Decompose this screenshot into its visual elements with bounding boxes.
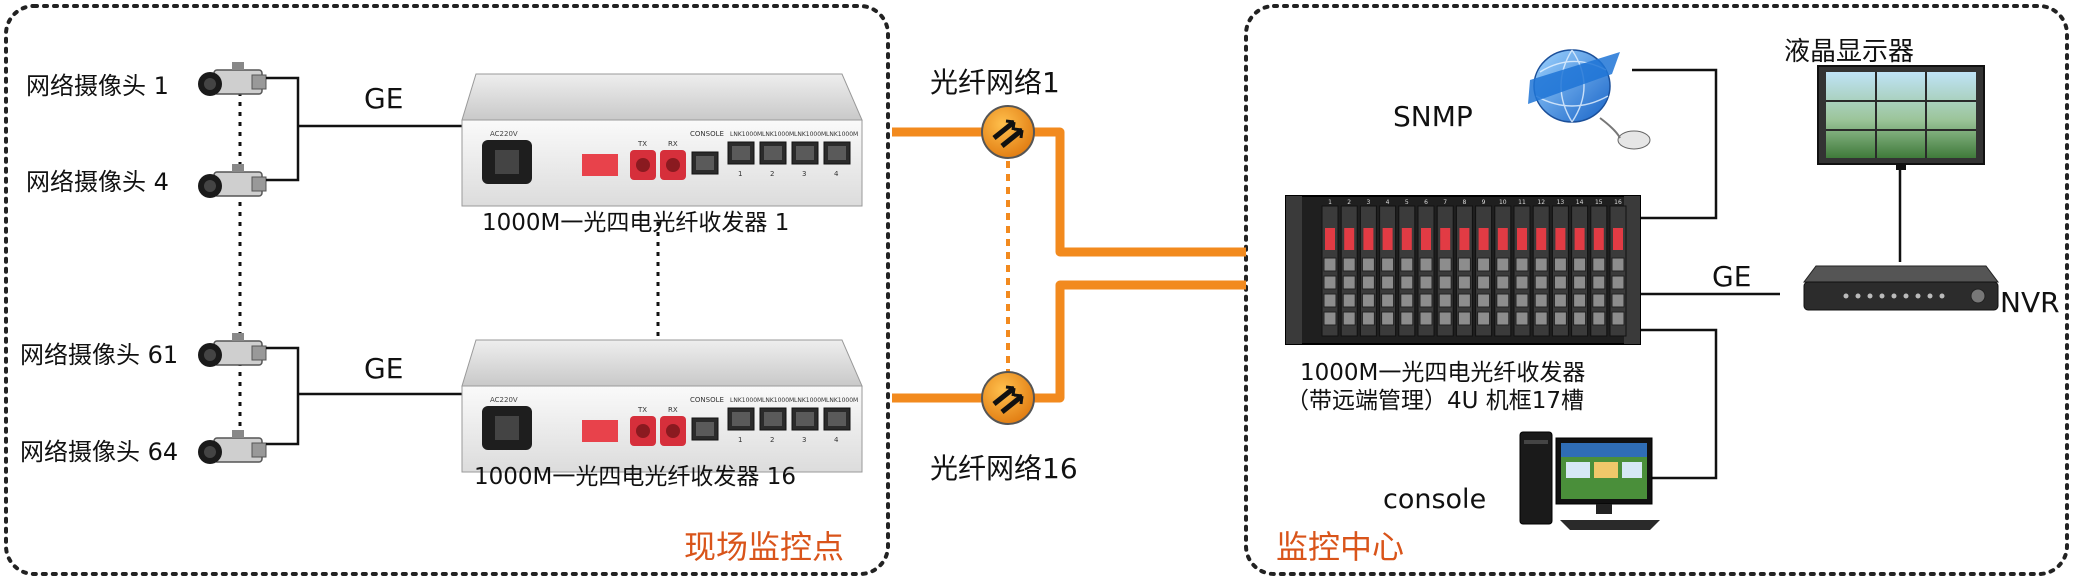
chassis-slot-card: 16 — [1609, 199, 1627, 337]
port-number: 1 — [738, 170, 742, 178]
slot-number: 10 — [1499, 199, 1507, 206]
camera-label: 网络摄像头 4 — [26, 168, 169, 196]
transceiver-caption: 1000M一光四电光纤收发器 1 — [482, 210, 789, 236]
slot-number: 1 — [1328, 199, 1332, 206]
port-number: 1 — [738, 436, 742, 444]
camera-icon — [197, 332, 267, 368]
console-port-label: CONSOLE — [690, 396, 724, 404]
chassis-slot-card: 7 — [1436, 199, 1454, 337]
camera-group: 网络摄像头 1 网络摄像头 4 网络摄像头 61 网络摄像头 64 — [20, 61, 267, 466]
camera-icon — [197, 163, 267, 199]
chassis-slot-card: 13 — [1551, 199, 1569, 337]
fiber-link-bottom — [892, 280, 1246, 403]
slot-number: 16 — [1614, 199, 1622, 206]
ge-label: GE — [364, 82, 403, 115]
fiber-hub-bottom — [981, 371, 1035, 425]
chassis-caption-line1: 1000M一光四电光纤收发器 — [1300, 360, 1585, 386]
ge-label: GE — [1712, 260, 1751, 293]
slot-number: 5 — [1405, 199, 1409, 206]
console-label: console — [1383, 484, 1486, 515]
transceiver-caption: 1000M一光四电光纤收发器 16 — [474, 464, 796, 490]
snmp-label: SNMP — [1393, 100, 1473, 133]
slot-number: 11 — [1518, 199, 1526, 206]
console-port-label: CONSOLE — [690, 130, 724, 138]
chassis-slot-card: 12 — [1532, 199, 1550, 337]
slot-number: 6 — [1424, 199, 1428, 206]
chassis-slot-card: 5 — [1398, 199, 1416, 337]
fiber-label-top: 光纤网络1 — [930, 66, 1060, 99]
fiber-links — [892, 127, 1246, 403]
site-title: 现场监控点 — [684, 528, 844, 566]
port-number: 4 — [834, 436, 839, 444]
nvr-label: NVR — [2000, 286, 2060, 319]
chassis-caption-line2: （带远端管理）4U 机框17槽 — [1286, 388, 1584, 414]
chassis-slot-card: 2 — [1340, 199, 1358, 337]
console-pc-icon — [1519, 431, 1660, 530]
snmp-globe-icon — [1528, 49, 1651, 150]
chassis-slot-card: 9 — [1475, 199, 1493, 337]
ge-label: GE — [364, 352, 403, 385]
center-title: 监控中心 — [1276, 528, 1404, 566]
link-label: LNK1000M — [794, 131, 826, 138]
slot-number: 15 — [1595, 199, 1603, 206]
camera-label: 网络摄像头 61 — [20, 341, 178, 369]
camera-label: 网络摄像头 64 — [20, 438, 178, 466]
link-label: LNK1000M — [826, 131, 858, 138]
link-label: LNK1000M — [730, 131, 762, 138]
center-container — [1244, 4, 2069, 576]
slot-number: 7 — [1443, 199, 1447, 206]
port-number: 2 — [770, 170, 774, 178]
lcd-display — [1817, 65, 1985, 170]
dip-switch — [582, 420, 618, 442]
slot-number: 12 — [1537, 199, 1545, 206]
slot-number: 4 — [1386, 199, 1390, 206]
display-label: 液晶显示器 — [1784, 37, 1914, 67]
rx-label: RX — [668, 140, 678, 148]
tx-label: TX — [637, 406, 647, 414]
chassis-slot-card: 8 — [1455, 199, 1473, 337]
tx-label: TX — [637, 140, 647, 148]
power-label: AC220V — [490, 130, 518, 138]
site-container — [4, 4, 890, 576]
link-label: LNK1000M — [762, 131, 794, 138]
fiber-link-top — [892, 127, 1246, 257]
fiber-label-bottom: 光纤网络16 — [930, 452, 1078, 485]
power-label: AC220V — [490, 396, 518, 404]
link-label: LNK1000M — [730, 397, 762, 404]
chassis-slot-card: 10 — [1494, 199, 1512, 337]
fiber-hub-top — [981, 105, 1035, 159]
slot-number: 2 — [1347, 199, 1351, 206]
chassis-slot-card: 11 — [1513, 199, 1531, 337]
transceiver-1: AC220V TX RX CONSOLE LNK1000M LNK1000M L… — [461, 73, 863, 207]
slot-number: 8 — [1462, 199, 1466, 206]
slot-number: 9 — [1482, 199, 1486, 206]
port-number: 3 — [802, 170, 806, 178]
camera-label: 网络摄像头 1 — [26, 72, 169, 100]
center-links — [1632, 68, 1902, 480]
chassis-slot-card: 4 — [1379, 199, 1397, 337]
link-label: LNK1000M — [794, 397, 826, 404]
port-number: 3 — [802, 436, 806, 444]
chassis-slot-card: 14 — [1571, 199, 1589, 337]
chassis-slot-card: 6 — [1417, 199, 1435, 337]
chassis-slot-card: 15 — [1590, 199, 1608, 337]
link-label: LNK1000M — [826, 397, 858, 404]
slot-number: 14 — [1576, 199, 1584, 206]
camera-icon — [197, 429, 267, 465]
ge-links — [266, 76, 462, 446]
slot-number: 3 — [1366, 199, 1370, 206]
chassis-slot-card: 1 — [1321, 199, 1339, 337]
port-number: 2 — [770, 436, 774, 444]
camera-icon — [197, 61, 267, 97]
transceiver-16: AC220V TX RX CONSOLE LNK1000M LNK1000M L… — [461, 339, 863, 473]
rx-label: RX — [668, 406, 678, 414]
dip-switch — [582, 154, 618, 176]
nvr-device — [1803, 265, 1999, 311]
link-label: LNK1000M — [762, 397, 794, 404]
port-number: 4 — [834, 170, 839, 178]
chassis-slot-card: 3 — [1359, 199, 1377, 337]
slot-number: 13 — [1557, 199, 1565, 206]
